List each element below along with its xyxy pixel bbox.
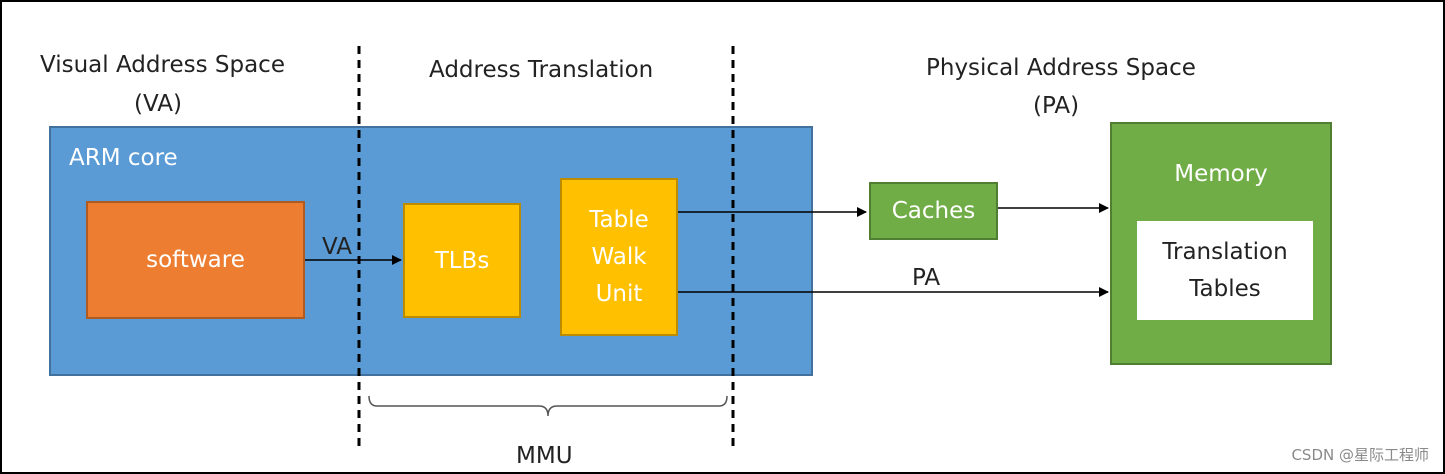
tlbs-box: TLBs (403, 203, 521, 318)
va-edge-label: VA (322, 234, 352, 260)
va-space-abbrev: (VA) (134, 91, 182, 117)
arm-core-label: ARM core (69, 145, 178, 171)
table-walk-line2: Walk (591, 243, 647, 270)
table-walk-line1: Table (589, 206, 649, 233)
address-translation-heading: Address Translation (429, 57, 654, 83)
table-walk-line3: Unit (595, 280, 643, 307)
caches-box: Caches (869, 182, 998, 240)
tlbs-label: TLBs (434, 247, 490, 274)
memory-box: Memory Translation Tables (1110, 122, 1332, 365)
mmu-label: MMU (516, 443, 573, 469)
watermark-text: CSDN @星际工程师 (1291, 446, 1429, 464)
memory-label: Memory (1174, 161, 1268, 187)
pa-space-heading: Physical Address Space (926, 55, 1196, 81)
pa-edge-label: PA (912, 265, 941, 291)
caches-label: Caches (891, 198, 976, 224)
translation-tables-line1: Translation (1162, 238, 1288, 265)
table-walk-unit-box: Table Walk Unit (560, 178, 678, 336)
software-box: software (86, 201, 305, 319)
va-space-heading: Visual Address Space (40, 52, 285, 78)
mmu-brace (368, 395, 728, 417)
translation-tables-box: Translation Tables (1137, 221, 1313, 320)
pa-space-abbrev: (PA) (1033, 93, 1080, 119)
translation-tables-line2: Tables (1189, 275, 1261, 302)
software-label: software (146, 247, 245, 273)
